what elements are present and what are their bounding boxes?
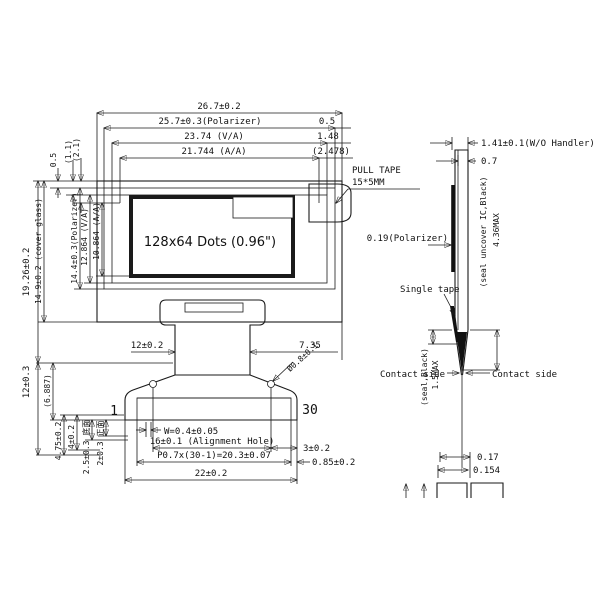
dim-overall-width-label: 26.7±0.2	[197, 102, 240, 112]
pull-tape-leader	[336, 188, 349, 203]
alignment-hole-left	[149, 380, 157, 388]
dim-2-label: 2±0.3 正面	[96, 421, 105, 466]
cover-glass-outline	[96, 180, 343, 323]
display-size-label: 128x64 Dots (0.96")	[144, 235, 276, 250]
seal2-black-label: (seal,Black)	[420, 348, 429, 406]
single-tape-leader	[443, 293, 455, 315]
dim-flex-width-label: 12±0.2	[131, 341, 164, 351]
dim-overall-height-label: 19.26±0.2	[22, 248, 32, 297]
dim-aa-width-label: 21.744 (A/A)	[181, 147, 246, 157]
side-polarizer-strip	[451, 185, 455, 272]
dim-4-label: 4±0.2	[67, 425, 76, 449]
dim-flex-edge-label: 7.35	[299, 341, 321, 351]
dim-offset-05-label: 0.5	[319, 117, 335, 127]
dim-6887-label: (6.887)	[43, 374, 52, 408]
seal-height-label: 4.36MAX	[492, 213, 501, 247]
dim-edge3-label: 3±0.2	[303, 444, 330, 454]
detail-pin-profile-1	[436, 482, 468, 498]
contact-left-label: Contact side	[380, 370, 445, 380]
pin-30-label: 30	[302, 403, 318, 418]
dim-475-label: 4.75±0.2	[54, 422, 63, 461]
dim-glass-t-label: 0.7	[481, 157, 497, 167]
tape-window	[184, 302, 244, 313]
detail-dim-017-label: 0.17	[477, 453, 499, 463]
side-seal-black	[456, 332, 467, 373]
dim-25-label: 2.5±0.3 底面	[81, 420, 91, 475]
contact-right-label: Contact side	[492, 370, 557, 380]
hole-dia-leader	[273, 361, 294, 381]
pull-tape-tab	[308, 183, 352, 223]
dim-hole-span-label: 16±0.1 (Alignment Hole)	[150, 437, 275, 447]
active-area-border	[129, 195, 295, 278]
dim-offv05-label: 0.5	[49, 153, 58, 168]
pull-tape-label-2: 15*5MM	[352, 178, 385, 188]
dim-offset-148-label: 1.48	[317, 132, 339, 142]
dim-aa-height-label: 10.864 (A/A)	[92, 202, 101, 260]
dim-edge085-label: 0.85±0.2	[312, 458, 355, 468]
seal2-max-label: 1.5MAX	[431, 360, 440, 389]
dim-glass-height-label: 14.9±0.2 (cover glass)	[34, 198, 43, 304]
single-tape-label: Single tape	[400, 285, 460, 295]
dim-offv11-label: (1.1)	[64, 140, 73, 164]
front-view: 128x64 Dots (0.96") 1 30 26.7±0.2 25.7±0…	[22, 102, 420, 484]
dim-flex-total-label: 22±0.2	[195, 469, 228, 479]
dim-pin-width-label: W=0.4±0.05	[164, 427, 218, 437]
pull-tape-label-1: PULL TAPE	[352, 166, 401, 176]
side-taper-right	[461, 329, 469, 376]
pin-detail-view: 0.17 0.154	[406, 452, 504, 498]
corner-window	[232, 196, 294, 219]
seal-note-label: (seal uncover IC,Black)	[479, 177, 488, 288]
dim-va-width-label: 23.74 (V/A)	[184, 132, 244, 142]
dim-lower-height-label: 12±0.3	[22, 366, 32, 399]
side-glass-profile	[454, 149, 469, 330]
dim-thickness-label: 1.41±0.1(W/O Handler)	[481, 139, 595, 149]
dim-va-height-label: 12.864 (V/A)	[80, 208, 89, 266]
detail-ext-lines	[437, 452, 471, 478]
side-view: 1.41±0.1(W/O Handler) 0.7 (seal uncover …	[367, 137, 595, 467]
dim-offset-2478-label: (2.478)	[312, 147, 350, 157]
dim-polarizer-width-label: 25.7±0.3(Polarizer)	[159, 117, 262, 127]
dim-polarizer-height-label: 14.4±0.3(Polarizer)	[70, 192, 79, 284]
pin-comb	[136, 397, 292, 421]
dim-polarizer-t-label: 0.19(Polarizer)	[367, 234, 448, 244]
pin-1-label: 1	[110, 404, 118, 419]
dim-offv21-label: (2.1)	[72, 138, 81, 162]
detail-pin-profile-2	[470, 482, 504, 498]
detail-dim-0154-label: 0.154	[473, 466, 500, 476]
alignment-hole-right	[267, 380, 275, 388]
dim-pitch-label: P0.7x(30-1)=20.3±0.07	[157, 451, 271, 461]
